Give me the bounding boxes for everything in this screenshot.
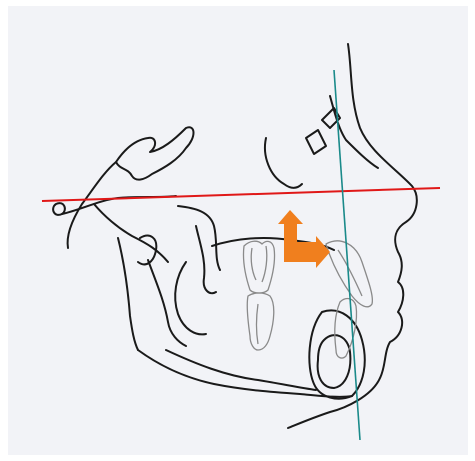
cephalometric-tracing-diagram (0, 0, 475, 461)
tracing-canvas (0, 0, 475, 461)
